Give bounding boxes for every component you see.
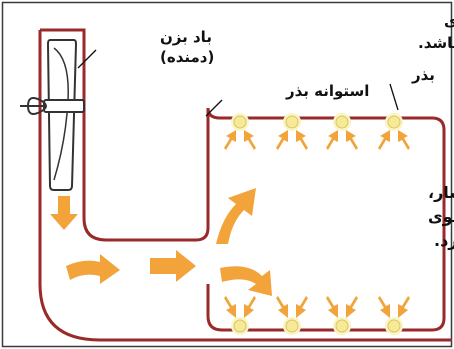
air-flow-arrow-icon [150, 250, 196, 282]
seed-label: بذر [411, 66, 435, 84]
fan-icon [20, 39, 85, 191]
bottom-seed-arrows [224, 296, 410, 318]
seed-icon [333, 317, 351, 335]
bottom-seed-row [231, 317, 403, 335]
seed-icon [231, 317, 249, 335]
top-seed-arrows [224, 130, 410, 150]
seed-icon [231, 113, 249, 131]
pressure-text-line2: بذرها را در جلوی [428, 207, 454, 226]
air-flow-arrow-icon [50, 196, 78, 230]
drum-top-wall [206, 107, 446, 332]
seed-icon [283, 113, 301, 131]
fan-sub-label: (دمنده) [160, 48, 214, 66]
drum-leader-line [205, 99, 223, 117]
seed-icon [385, 317, 403, 335]
fan-label: باد بزن [160, 28, 212, 46]
seed-icon [283, 317, 301, 335]
air-flow-arrow-icon [216, 188, 256, 244]
top-seed-row [231, 113, 403, 131]
air-flow-arrow-icon [66, 254, 120, 284]
fan-housing-top [40, 28, 86, 50]
seed-icon [333, 113, 351, 131]
seed-leader-line [389, 83, 399, 111]
air-flow-arrow-icon [220, 266, 272, 296]
duct-outer-wall [38, 30, 452, 342]
drum-label: استوانه بذر [285, 82, 369, 100]
duct-inner-wall [82, 50, 210, 242]
pressure-text-line1: هوای تحت فشار، [428, 183, 454, 202]
fan-leader-line [77, 49, 97, 69]
pressure-note-line1: فشار اتمسفر کمتر از فشار هوای [444, 12, 454, 30]
seed-icon [385, 113, 403, 131]
pressure-text-line3: سوراخ‌ها نگه می‌دارد. [434, 231, 454, 250]
air-flow-arrows [50, 188, 272, 296]
pressure-note-line2: داخل استوانه می‌باشد. [418, 34, 454, 52]
